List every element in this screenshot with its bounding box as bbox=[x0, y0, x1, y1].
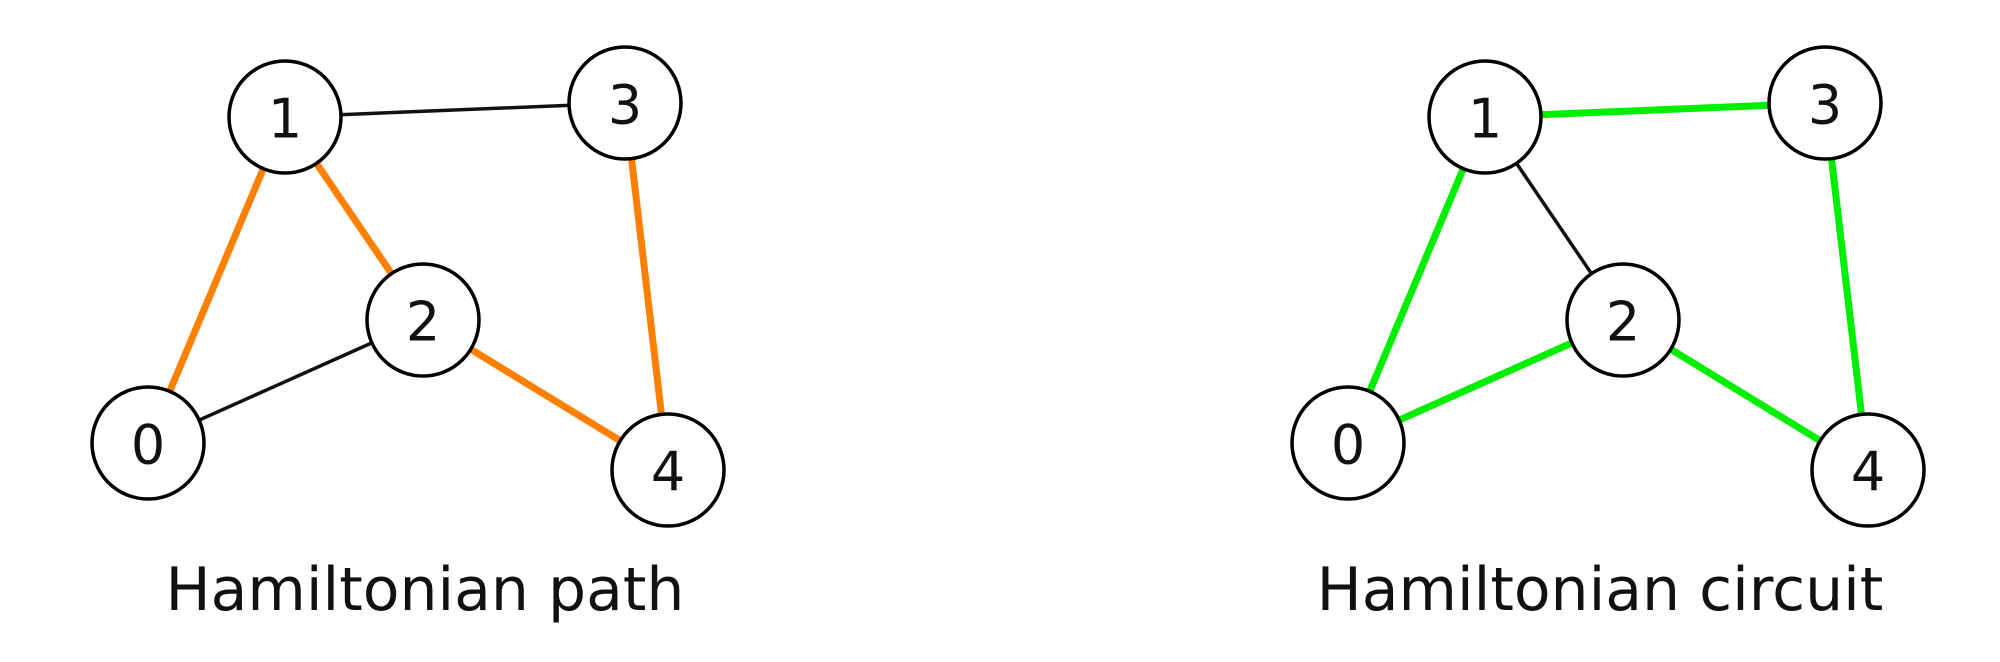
path-nodes: 0 1 2 3 4 bbox=[90, 45, 726, 528]
node-label: 2 bbox=[1606, 291, 1640, 354]
node-circle bbox=[1427, 59, 1543, 175]
hamiltonian-circuit-graph: 0 1 2 3 4 Hamiltonian circuit bbox=[1290, 45, 1926, 625]
path-caption: Hamiltonian path bbox=[166, 555, 685, 625]
node-circle bbox=[1767, 45, 1883, 161]
node-label: 1 bbox=[1468, 88, 1502, 151]
node-label: 4 bbox=[651, 441, 685, 504]
node-circle bbox=[567, 45, 683, 161]
node-label: 3 bbox=[608, 74, 642, 137]
hamiltonian-path-graph: 0 1 2 3 4 Hamiltonian path bbox=[90, 45, 726, 625]
node-circle bbox=[1565, 262, 1681, 378]
node-circle bbox=[365, 262, 481, 378]
circuit-nodes: 0 1 2 3 4 bbox=[1290, 45, 1926, 528]
node-3: 3 bbox=[567, 45, 683, 161]
node-3: 3 bbox=[1767, 45, 1883, 161]
node-2: 2 bbox=[1565, 262, 1681, 378]
node-label: 0 bbox=[1331, 414, 1365, 477]
node-circle bbox=[1810, 412, 1926, 528]
node-circle bbox=[90, 385, 206, 501]
node-4: 4 bbox=[610, 412, 726, 528]
circuit-caption: Hamiltonian circuit bbox=[1317, 555, 1884, 625]
node-label: 3 bbox=[1808, 74, 1842, 137]
node-0: 0 bbox=[1290, 385, 1406, 501]
node-1: 1 bbox=[1427, 59, 1543, 175]
edge-0-1-highlighted bbox=[1344, 113, 1489, 447]
edge-3-4-highlighted bbox=[621, 99, 672, 474]
edge-0-1-highlighted bbox=[144, 113, 289, 447]
node-label: 2 bbox=[406, 291, 440, 354]
node-circle bbox=[1290, 385, 1406, 501]
edge-3-4-highlighted bbox=[1821, 99, 1872, 474]
node-4: 4 bbox=[1810, 412, 1926, 528]
node-circle bbox=[610, 412, 726, 528]
node-1: 1 bbox=[227, 59, 343, 175]
node-label: 4 bbox=[1851, 441, 1885, 504]
node-label: 0 bbox=[131, 414, 165, 477]
node-0: 0 bbox=[90, 385, 206, 501]
node-label: 1 bbox=[268, 88, 302, 151]
node-2: 2 bbox=[365, 262, 481, 378]
node-circle bbox=[227, 59, 343, 175]
